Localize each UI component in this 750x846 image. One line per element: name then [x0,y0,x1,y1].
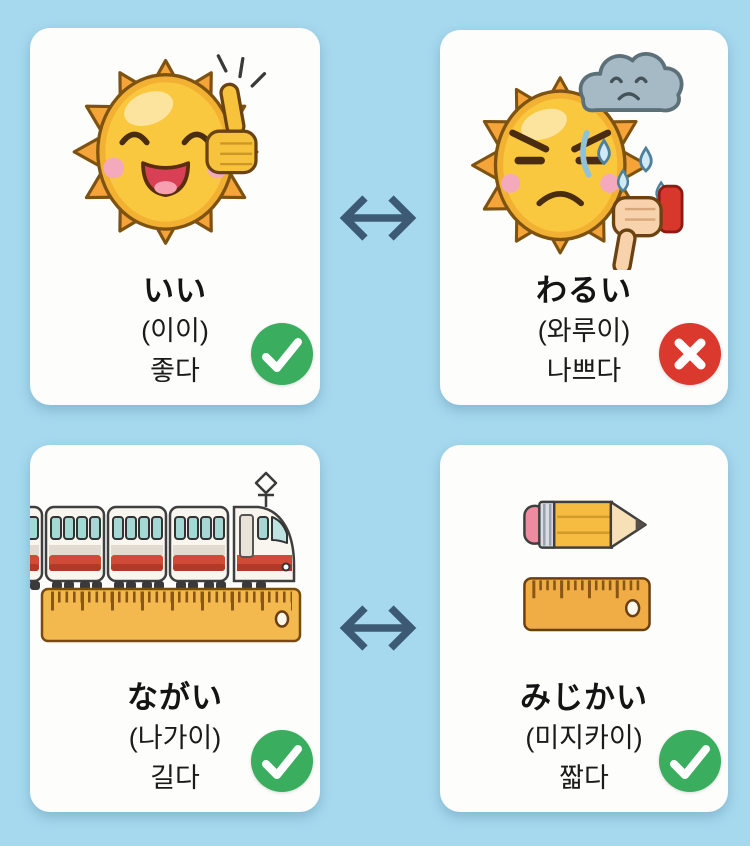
status-badge [659,730,721,792]
korean-pronunciation: (이이) [141,316,209,346]
status-badge [251,323,313,385]
sad-rain-cloud [578,51,684,112]
short-pencil-ruler-illustration [440,445,728,678]
check-icon [670,745,710,779]
double-headed-arrow-icon [339,605,417,651]
card-text: みじかい (미지카이) 짧다 [520,678,648,812]
long-train-ruler-illustration [30,445,320,678]
sun [72,58,259,245]
double-headed-arrow-icon [339,195,417,241]
japanese-word: わるい [536,273,632,308]
card-text: いい (이이) 좋다 [141,271,209,405]
train-front [232,505,296,590]
flashcard-bad[interactable]: わるい (와루이) 나쁘다 [440,30,728,405]
korean-meaning: 좋다 [150,356,200,386]
flashcard-long[interactable]: ながい (나가이) 길다 [30,445,320,812]
card-text: わるい (와루이) 나쁘다 [536,271,632,405]
short-ruler [523,577,651,632]
pencil-ruler-icon [523,500,651,632]
happy-sun-icon [72,53,267,245]
status-badge [251,730,313,792]
check-icon [262,745,302,779]
sun [471,75,650,254]
thumbs-up-hand [205,53,267,174]
status-badge [659,323,721,385]
angry-sun-rain-thumbs-down-illustration [440,30,728,271]
happy-sun-thumbs-up-illustration [30,28,320,271]
pencil [523,500,647,549]
flashcard-good[interactable]: いい (이이) 좋다 [30,28,320,405]
flashcard-short[interactable]: みじかい (미지카이) 짧다 [440,445,728,812]
train-cars [30,505,296,590]
japanese-word: みじかい [520,680,648,715]
korean-meaning: 짧다 [559,763,609,793]
japanese-word: いい [142,273,207,308]
angry-sun-icon [471,51,684,270]
korean-meaning: 나쁘다 [546,356,622,386]
korean-meaning: 길다 [150,763,200,793]
pantograph [254,471,278,507]
long-ruler [40,587,302,642]
check-icon [262,338,302,372]
japanese-word: ながい [127,680,223,715]
x-icon [674,338,706,370]
train-icon [30,471,302,642]
thumbs-down-hand [611,184,684,270]
korean-pronunciation: (미지카이) [525,723,643,753]
korean-pronunciation: (나가이) [128,723,222,753]
korean-pronunciation: (와루이) [537,316,631,346]
card-text: ながい (나가이) 길다 [127,678,223,812]
